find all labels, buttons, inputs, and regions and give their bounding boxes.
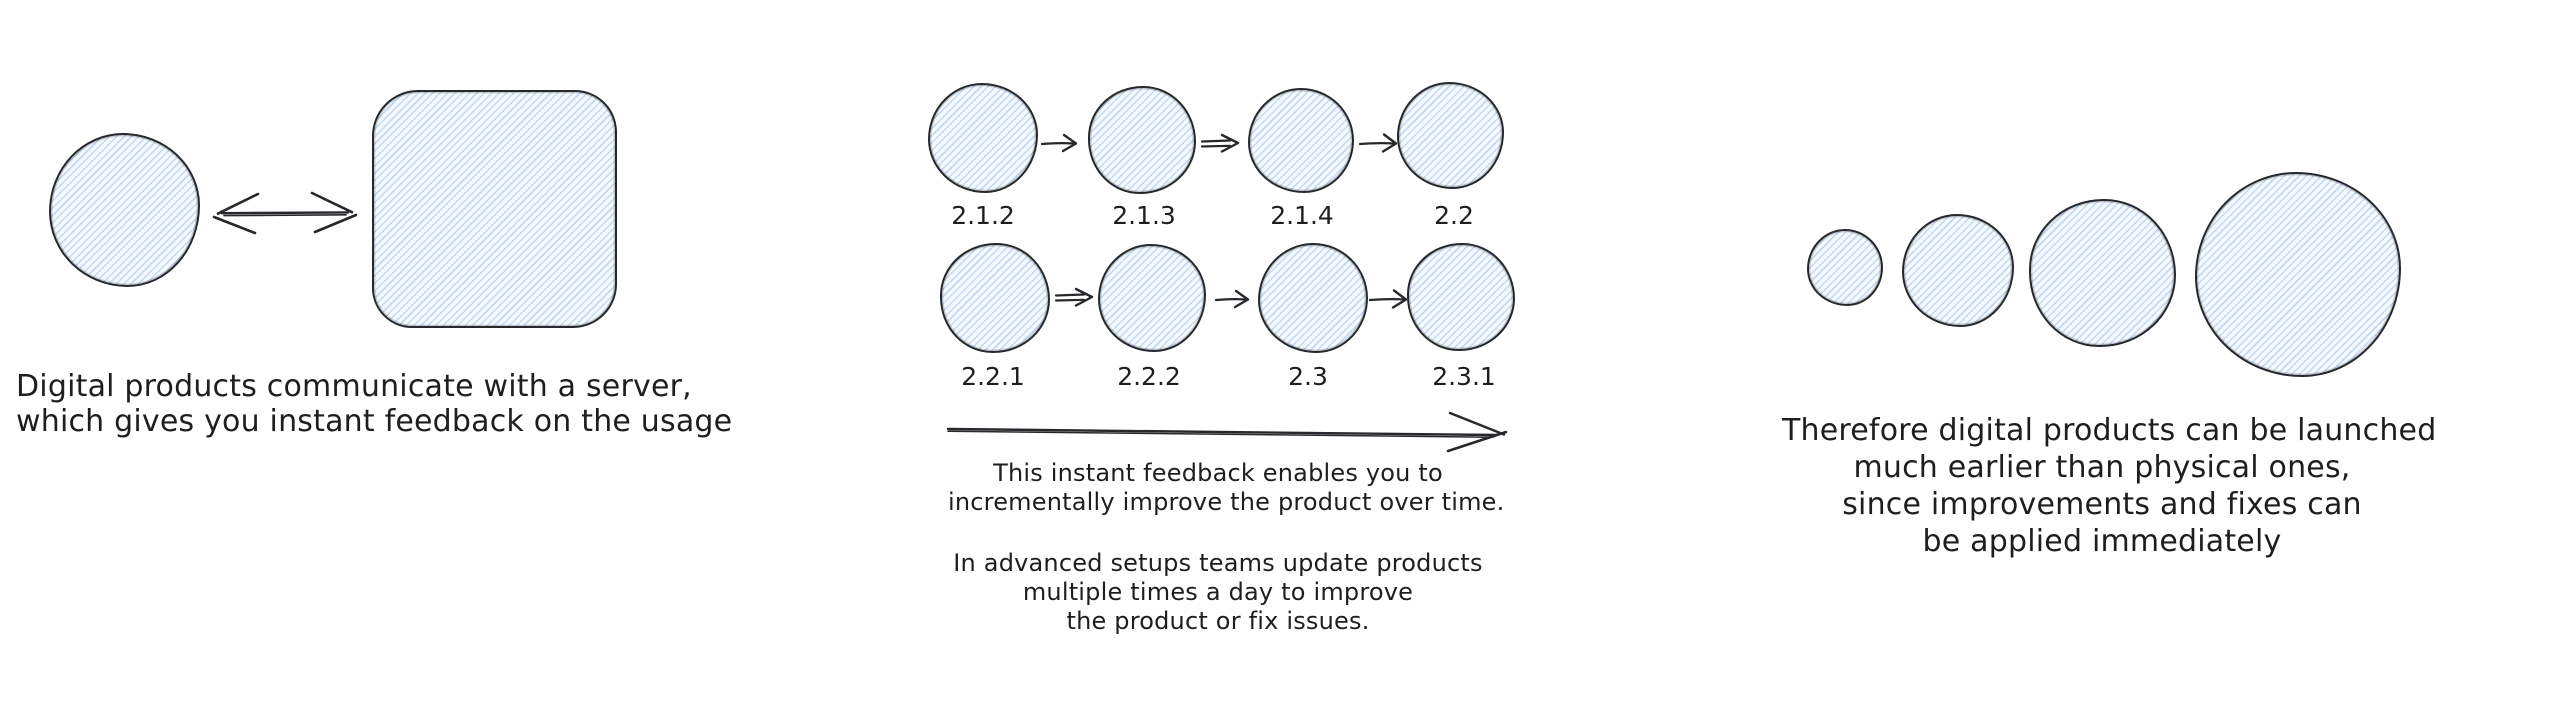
growth-circle-medium <box>1902 214 2014 327</box>
double-arrow-right-icon <box>1054 287 1094 307</box>
middle-caption-feedback: This instant feedback enables you to inc… <box>948 459 1505 517</box>
version-label: 2.2 <box>1434 201 1474 230</box>
left-caption: Digital products communicate with a serv… <box>16 369 733 439</box>
version-label: 2.1.3 <box>1112 201 1176 230</box>
middle-caption2-line1: In advanced setups teams update products <box>953 549 1483 577</box>
arrow-right-icon <box>1368 289 1408 309</box>
server-square-shape <box>372 90 617 328</box>
version-label: 2.2.2 <box>1117 362 1181 391</box>
version-label: 2.2.1 <box>961 362 1025 391</box>
version-circle <box>1258 243 1368 353</box>
version-circle <box>1407 243 1515 351</box>
version-label: 2.3 <box>1288 362 1328 391</box>
bidirectional-arrow-icon <box>212 191 358 235</box>
arrow-right-icon <box>1358 133 1398 153</box>
right-caption-line3: since improvements and fixes can <box>1842 487 2362 522</box>
version-circle <box>928 83 1038 193</box>
left-caption-line1: Digital products communicate with a serv… <box>16 369 692 404</box>
version-circle <box>1248 88 1354 193</box>
middle-caption-advanced: In advanced setups teams update products… <box>948 549 1488 636</box>
version-circle <box>1098 244 1206 352</box>
right-caption-line2: much earlier than physical ones, <box>1853 450 2351 485</box>
middle-caption2-line3: the product or fix issues. <box>1066 607 1370 635</box>
middle-caption-line2: incrementally improve the product over t… <box>948 488 1505 516</box>
arrow-right-icon <box>1214 289 1250 309</box>
right-caption-line1: Therefore digital products can be launch… <box>1782 413 2437 448</box>
double-arrow-right-icon <box>1200 133 1240 153</box>
arrow-right-icon <box>1040 133 1078 153</box>
growth-circle-large <box>2029 199 2176 347</box>
client-circle-shape <box>49 133 200 287</box>
version-label: 2.1.2 <box>951 201 1015 230</box>
timeline-arrow-icon <box>946 411 1508 453</box>
version-circle <box>1397 82 1504 189</box>
right-caption: Therefore digital products can be launch… <box>1782 412 2437 560</box>
version-circle <box>1088 86 1196 194</box>
version-circle <box>940 243 1050 353</box>
version-label: 2.1.4 <box>1270 201 1334 230</box>
left-caption-line2: which gives you instant feedback on the … <box>16 404 733 439</box>
right-caption-line4: be applied immediately <box>1922 524 2282 559</box>
middle-caption-line1: This instant feedback enables you to <box>993 459 1443 487</box>
middle-caption2-line2: multiple times a day to improve <box>1022 578 1414 606</box>
growth-circle-small <box>1807 229 1883 306</box>
version-label: 2.3.1 <box>1432 362 1496 391</box>
growth-circle-xlarge <box>2195 172 2401 377</box>
